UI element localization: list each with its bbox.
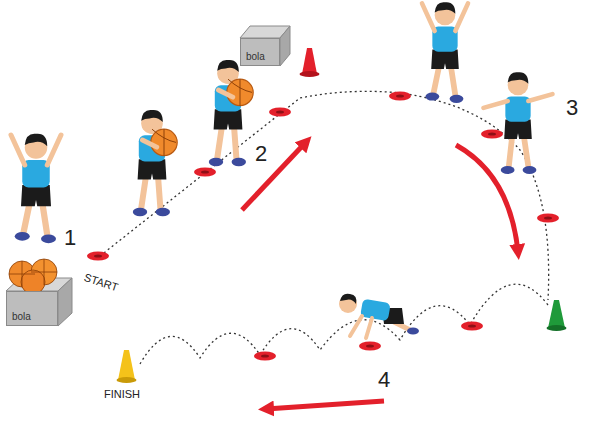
ball-crate-sides — [280, 26, 290, 66]
start-label: START — [83, 272, 120, 293]
children-figures — [484, 72, 553, 174]
dotted-route — [140, 284, 548, 364]
basketballs — [9, 259, 57, 294]
ball-crate-sides — [6, 26, 290, 326]
direction-arrows — [242, 142, 518, 409]
crawling-child — [407, 328, 419, 335]
marker-discs — [359, 342, 381, 351]
dotted-route — [100, 91, 549, 300]
callout-number: 1 — [64, 227, 76, 249]
cones — [117, 48, 567, 383]
marker-discs — [481, 130, 503, 139]
direction-arrows — [242, 142, 306, 210]
cones — [300, 71, 320, 77]
marker-discs — [194, 168, 216, 177]
callout-number: 2 — [255, 143, 267, 165]
children-figures — [11, 2, 553, 243]
marker-discs — [87, 252, 109, 261]
direction-arrows — [266, 401, 384, 409]
crawling-child — [366, 318, 372, 338]
disc-centres — [201, 170, 209, 173]
crawling-child — [340, 294, 356, 304]
disc-centres — [94, 94, 552, 357]
crawling-child — [350, 316, 362, 336]
disc-centres — [261, 354, 269, 357]
direction-arrows — [456, 145, 518, 252]
disc-centres — [544, 216, 552, 219]
disc-centres — [396, 94, 404, 97]
cones — [302, 48, 317, 74]
cones — [548, 300, 565, 328]
cones — [117, 377, 137, 383]
children-figures — [133, 110, 177, 216]
marker-discs — [537, 214, 559, 223]
marker-discs — [254, 352, 276, 361]
children-figures — [209, 60, 253, 166]
cones — [118, 350, 135, 380]
cones — [547, 325, 567, 331]
basketballs — [9, 259, 57, 287]
crate-label: bola — [246, 51, 265, 62]
crate-label: bola — [12, 311, 31, 322]
marker-discs — [461, 322, 483, 331]
crawling-child — [339, 294, 419, 338]
callout-number: 3 — [566, 97, 578, 119]
crawling-child — [360, 299, 391, 322]
ball-crate: bola — [240, 38, 280, 66]
ball-crate: bola — [6, 291, 58, 326]
disc-centres — [276, 110, 284, 113]
disc-centres — [468, 324, 476, 327]
disc-centres — [94, 254, 102, 257]
marker-discs — [87, 92, 559, 361]
dotted-route — [100, 91, 549, 364]
children-figures — [11, 134, 61, 243]
ball-crate-sides — [58, 278, 72, 326]
disc-centres — [366, 344, 374, 347]
disc-centres — [488, 132, 496, 135]
callout-number: 4 — [378, 369, 390, 391]
children-figures — [422, 2, 468, 103]
marker-discs — [389, 92, 411, 101]
finish-label: FINISH — [104, 389, 140, 400]
marker-discs — [269, 108, 291, 117]
